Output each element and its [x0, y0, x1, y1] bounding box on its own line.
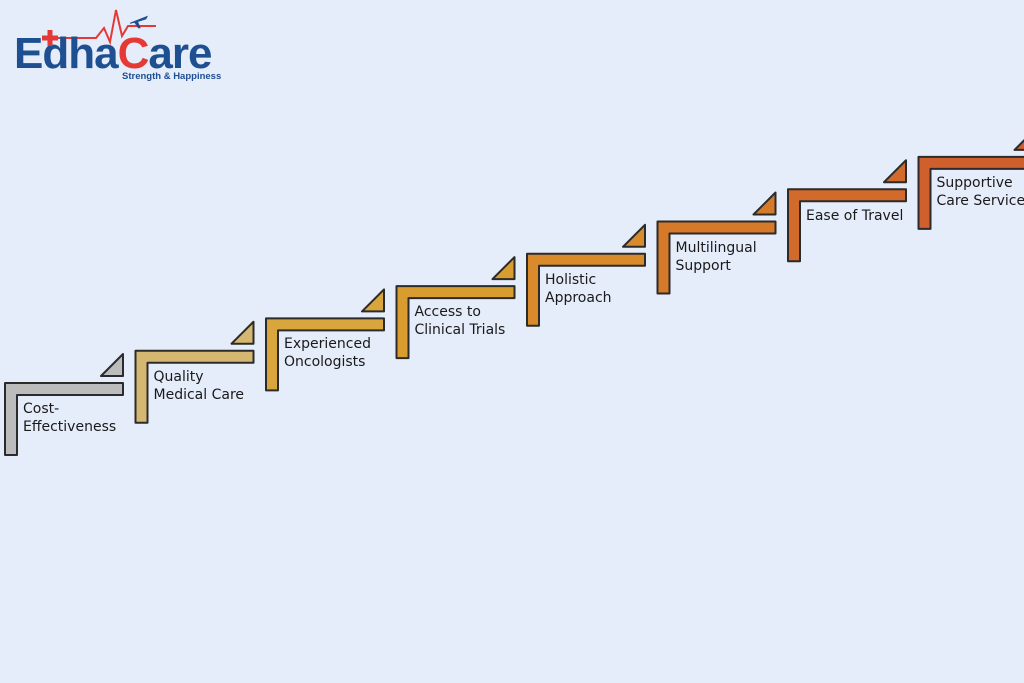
- step-label-line: Holistic: [545, 271, 597, 288]
- step-arrow-triangle: [100, 353, 124, 377]
- step-bracket: [265, 317, 385, 392]
- step-label-line: Approach: [545, 289, 612, 306]
- airplane-icon: [130, 15, 148, 29]
- step-bracket: [134, 349, 255, 424]
- heartbeat-line-icon: [56, 9, 156, 46]
- step-4: [395, 256, 516, 360]
- logo-word-are: are: [148, 29, 212, 78]
- step-arrow-triangle: [622, 223, 646, 248]
- step-label-line: Oncologists: [284, 354, 366, 371]
- step-bracket: [787, 188, 907, 263]
- step-arrow-triangle: [752, 191, 777, 216]
- step-5: [526, 223, 646, 327]
- step-arrow-triangle: [491, 256, 516, 281]
- step-2: [134, 320, 255, 424]
- edhacare-logo: EdhaCare Strength & Happiness: [12, 6, 227, 86]
- step-bracket: [4, 382, 124, 456]
- step-arrow-triangle: [361, 288, 385, 313]
- logo-word-edha: Edha: [14, 29, 119, 78]
- logo-wordmark: EdhaCare: [14, 29, 212, 78]
- logo-word-c: C: [117, 29, 150, 78]
- step-bracket: [917, 155, 1024, 230]
- step-arrow-triangle: [1013, 138, 1024, 151]
- step-label-line: Ease of Travel: [806, 208, 904, 225]
- step-label-line: Clinical Trials: [414, 322, 506, 339]
- step-label-line: Medical Care: [153, 386, 245, 403]
- step-6: [656, 191, 777, 295]
- step-1: [4, 353, 124, 456]
- step-bracket: [395, 285, 516, 360]
- step-label-line: Experienced: [284, 336, 371, 353]
- step-label-line: Care Services: [936, 192, 1024, 209]
- step-label-line: Supportive: [936, 174, 1013, 191]
- step-label-line: Effectiveness: [23, 419, 117, 435]
- step-label-line: Access to: [414, 304, 481, 321]
- step-label-line: Quality: [153, 368, 204, 385]
- medical-cross-icon: [42, 30, 58, 46]
- logo-tagline: Strength & Happiness: [122, 71, 222, 82]
- step-arrow-triangle: [883, 159, 907, 184]
- step-bracket: [526, 252, 646, 327]
- step-label: Cost- Effectiveness: [23, 400, 116, 436]
- step-3: [265, 288, 385, 392]
- step-7: [787, 159, 907, 263]
- step-label-line: Multilingual: [675, 239, 757, 256]
- step-label: Ease of Travel: [806, 207, 903, 225]
- step-arrow-triangle: [230, 320, 255, 345]
- step-bracket: [656, 220, 777, 295]
- step-8: [917, 138, 1024, 230]
- step-label-line: Support: [675, 257, 731, 274]
- step-label-line: Cost-: [23, 401, 60, 417]
